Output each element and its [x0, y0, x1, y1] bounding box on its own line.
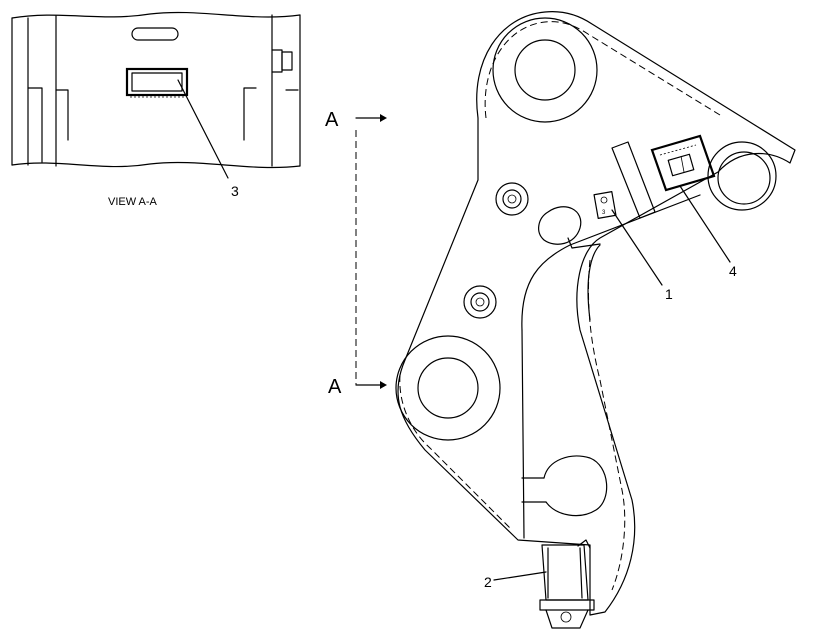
- section-line: [355, 114, 387, 389]
- callout-4: 4: [729, 263, 737, 279]
- view-label: VIEW A-A: [108, 196, 158, 208]
- tag-plate-icon: [593, 191, 617, 219]
- decal-icon: [650, 134, 716, 192]
- leader-2: [493, 571, 547, 581]
- callout-2: 2: [484, 574, 492, 590]
- tag-plate-text: 3: [602, 210, 606, 216]
- label-plate-icon: [125, 67, 189, 98]
- leader-1: [611, 209, 663, 286]
- bracket-body: 3: [395, 11, 796, 629]
- fitting-icon: [539, 539, 595, 629]
- leader-4: [679, 185, 731, 263]
- callout-1: 1: [665, 286, 673, 302]
- section-mark-top: A: [325, 109, 339, 131]
- view-a-a-inset: [11, 11, 301, 179]
- callout-3: 3: [231, 183, 239, 199]
- section-mark-bottom: A: [328, 376, 342, 398]
